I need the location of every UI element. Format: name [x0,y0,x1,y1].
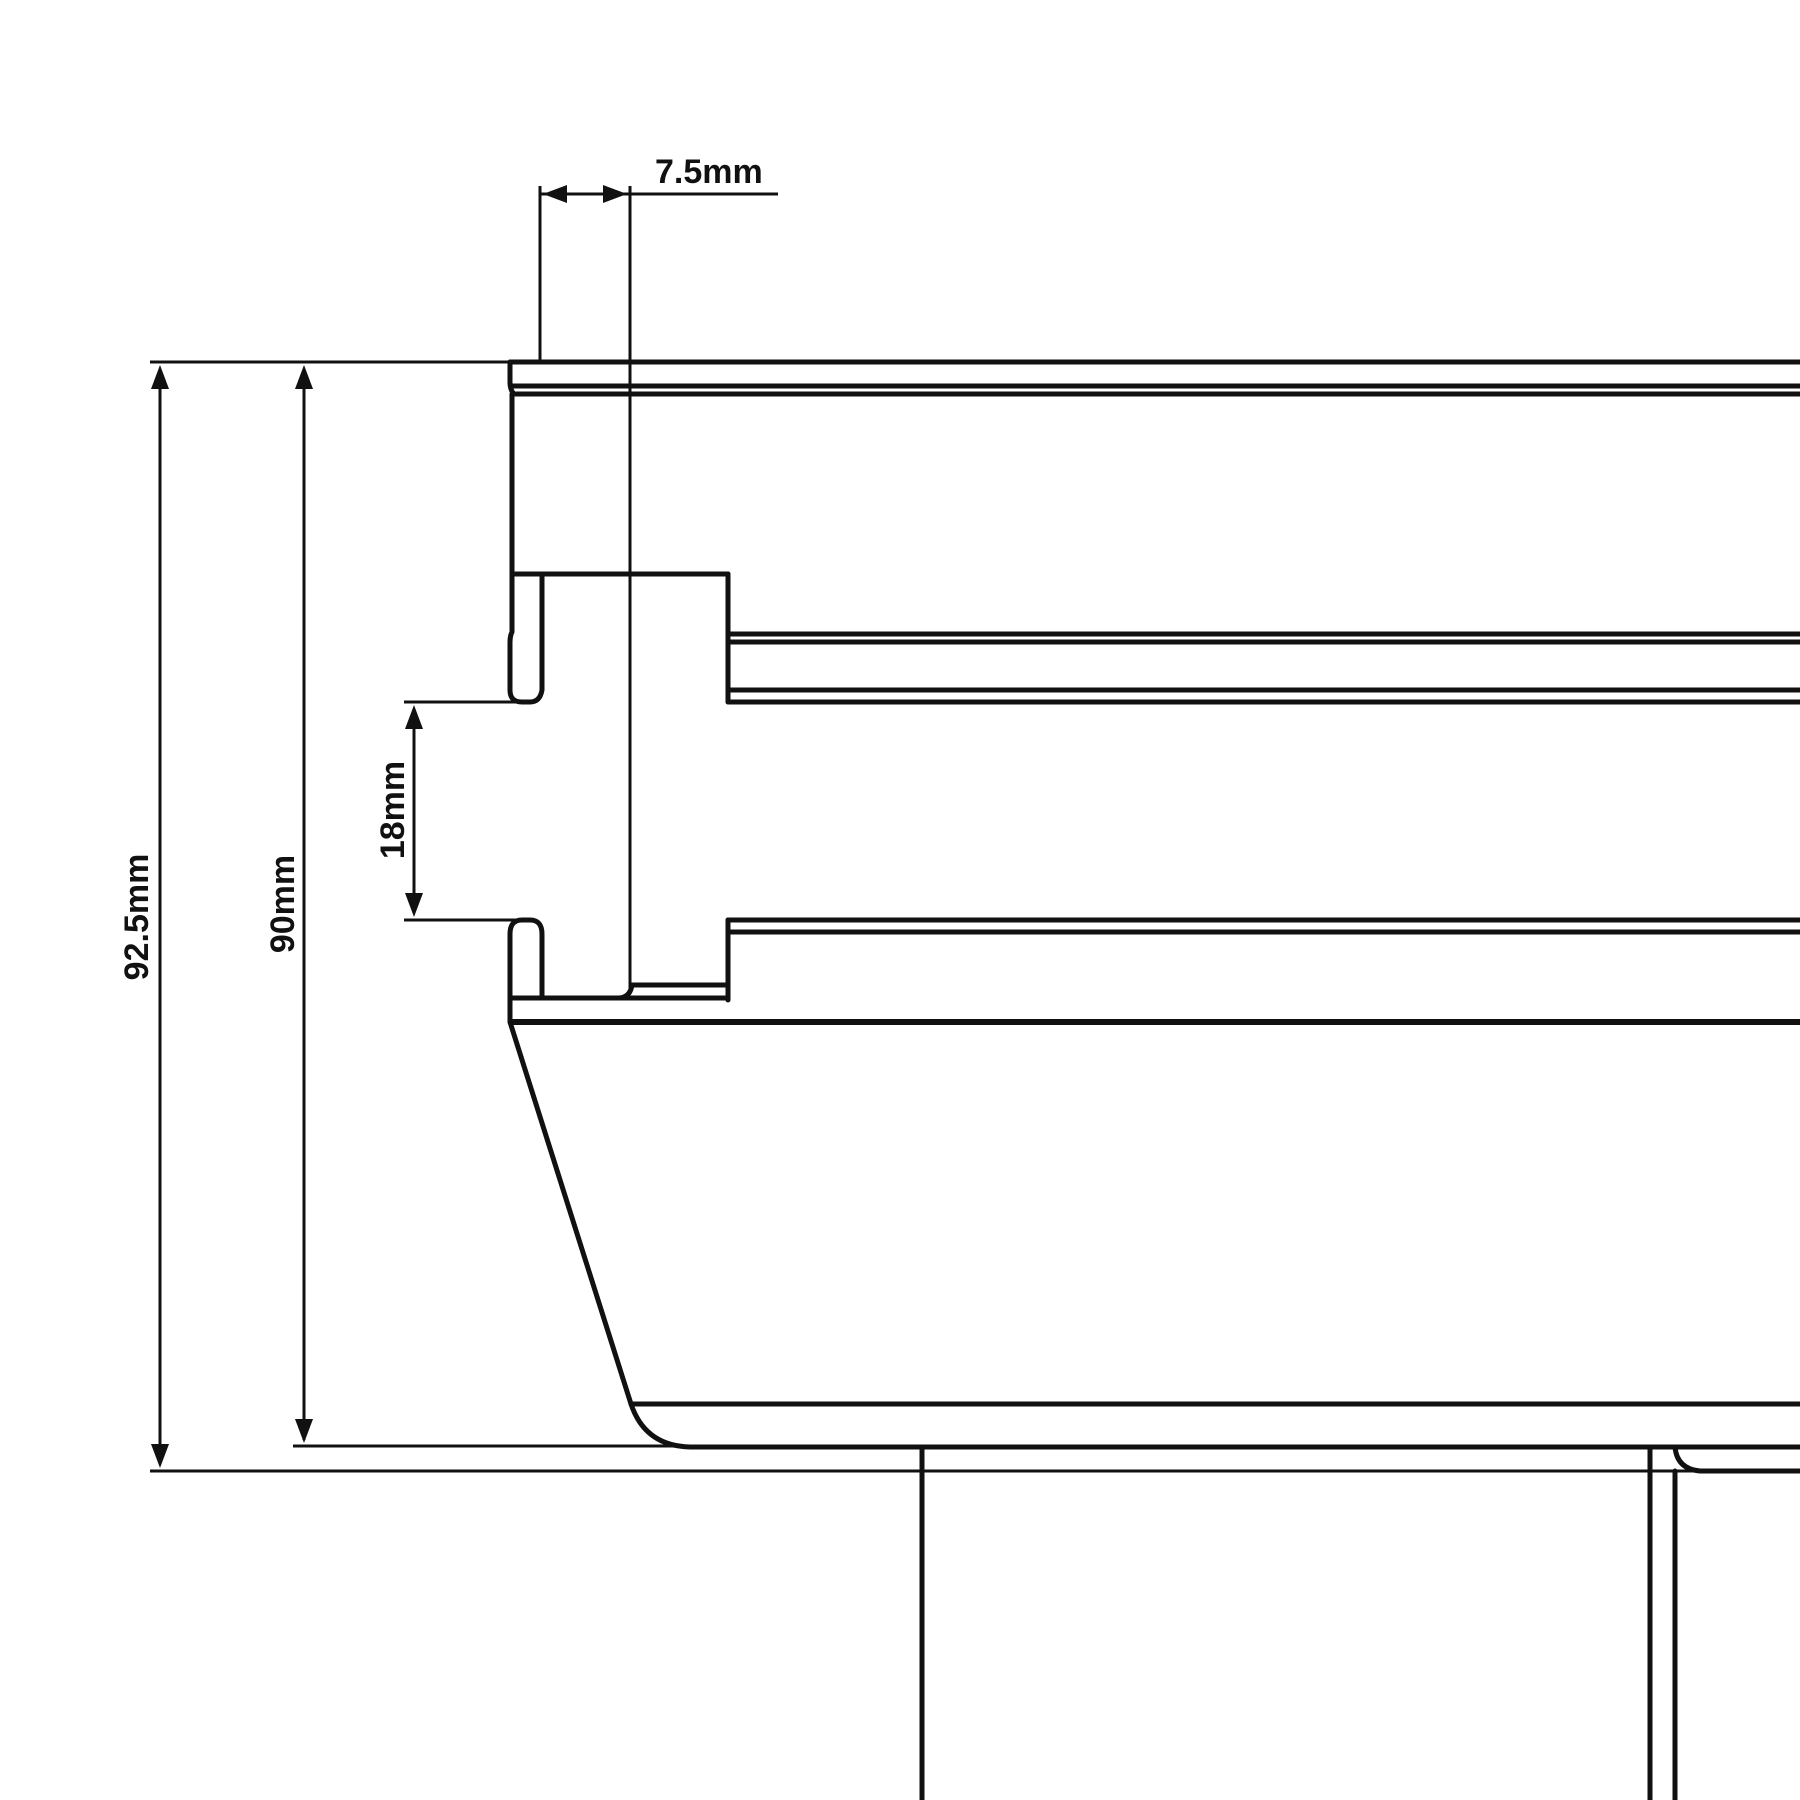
arrow-down-icon [405,893,423,917]
arrow-up-icon [295,365,313,389]
profile-outline [507,359,1800,1800]
dim-label-90mm: 90mm [264,855,302,953]
dimension-92-5mm: 92.5mm [118,360,1800,1473]
arrow-down-icon [151,1444,169,1468]
dimension-18mm: 18mm [374,700,520,922]
dim-label-18mm: 18mm [374,761,412,859]
dim-label-7-5mm: 7.5mm [655,153,763,191]
arrow-up-icon [405,705,423,729]
arrow-right-icon [603,185,627,203]
dim-label-92-5mm: 92.5mm [118,854,156,981]
arrow-left-icon [543,185,567,203]
dimension-90mm: 90mm [264,365,680,1448]
dimension-7-5mm: 7.5mm [538,153,778,990]
arrow-down-icon [295,1419,313,1443]
arrow-up-icon [151,365,169,389]
